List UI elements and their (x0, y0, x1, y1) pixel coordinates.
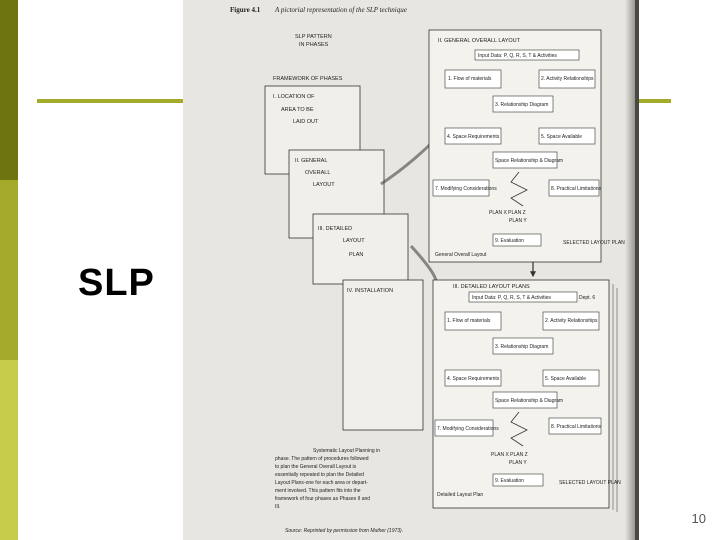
general-step-9-text: 9. Evaluation (495, 238, 524, 244)
description-line-3: to plan the General Overall Layout is (275, 464, 357, 470)
left-accent-bar-top (0, 0, 18, 180)
description-line-1: Systematic Layout Planning in (313, 448, 380, 454)
general-step-6-text: Space Relationship & Diagram (495, 158, 563, 164)
detailed-step-9-text: 9. Evaluation (495, 478, 524, 484)
figure-label: Figure 4.1 (230, 6, 261, 14)
phase-1-line-3: LAID OUT (293, 119, 319, 125)
header-rule-left (37, 99, 183, 103)
description-line-5: Layout Plans-one for each area or depart… (275, 480, 368, 486)
pattern-label-2: IN PHASES (299, 42, 329, 48)
detailed-plans-text: PLAN X PLAN Z (491, 452, 528, 458)
general-overall-layout-text: General Overall Layout (435, 252, 487, 258)
general-plans-text: PLAN X PLAN Z (489, 210, 526, 216)
general-step-3-text: 3. Relationship Diagram (495, 102, 548, 108)
phase-1-line-2: AREA TO BE (281, 107, 314, 113)
general-step-2-text: 2. Activity Relationships (541, 76, 594, 82)
phase-4-line-1: IV. INSTALLATION (347, 288, 393, 294)
slp-diagram: Figure 4.1 A pictorial representation of… (183, 0, 635, 540)
phase-2-line-1: II. GENERAL (295, 158, 327, 164)
page-number: 10 (692, 511, 706, 526)
detailed-step-4-text: 4. Space Requirements (447, 376, 500, 382)
detailed-selected-text: SELECTED LAYOUT PLAN (559, 480, 621, 486)
figure-source: Source: Reprinted by permission from Mut… (285, 528, 403, 534)
detailed-step-8-text: 8. Practical Limitations (551, 424, 602, 430)
phase-4-box (343, 280, 423, 430)
description-line-8: III. (275, 504, 281, 510)
phase-3-box (313, 214, 408, 284)
detailed-step-6-text: Space Relationship & Diagram (495, 398, 563, 404)
detailed-dept-text: Dept. 6 (579, 295, 595, 301)
description-line-7: framework of four phases as Phases II an… (275, 496, 370, 502)
left-accent-bar-middle (0, 180, 18, 360)
phase-3-line-3: PLAN (349, 252, 363, 258)
description-line-4: essentially repeated to plan the Detaile… (275, 472, 364, 478)
general-step-5-text: 5. Space Available (541, 134, 582, 140)
scanned-figure: Figure 4.1 A pictorial representation of… (183, 0, 639, 540)
left-accent-bar-bottom (0, 360, 18, 540)
slide-title: SLP (78, 262, 155, 305)
phase-1-line-1: I. LOCATION OF (273, 94, 315, 100)
general-layout-panel (429, 30, 601, 262)
detailed-plan-y-text: PLAN Y (509, 460, 527, 466)
phase-3-line-1: III. DETAILED (318, 226, 352, 232)
detailed-input-text: Input Data: P, Q, R, S, T & Activities (472, 295, 551, 301)
phase-2-line-2: OVERALL (305, 170, 330, 176)
general-step-4-text: 4. Space Requirements (447, 134, 500, 140)
general-step-1-text: 1. Flow of materials (448, 76, 492, 82)
phase-3-line-2: LAYOUT (343, 238, 365, 244)
detailed-step-1-text: 1. Flow of materials (447, 318, 491, 324)
scan-edge-shadow (625, 0, 635, 540)
general-input-text: Input Data: P, Q, R, S, T & Activities (478, 53, 557, 59)
general-selected-text: SELECTED LAYOUT PLAN (563, 240, 625, 246)
detailed-step-2-text: 2. Activity Relationships (545, 318, 598, 324)
detailed-step-5-text: 5. Space Available (545, 376, 586, 382)
figure-caption: A pictorial representation of the SLP te… (274, 6, 407, 14)
general-plan-y-text: PLAN Y (509, 218, 527, 224)
pattern-label-1: SLP PATTERN (295, 34, 332, 40)
description-line-2: phase. The pattern of procedures followe… (275, 456, 369, 462)
detailed-layout-title: III. DETAILED LAYOUT PLANS (453, 284, 530, 290)
general-step-8-text: 8. Practical Limitations (551, 186, 602, 192)
phase-2-line-3: LAYOUT (313, 182, 335, 188)
detailed-layout-plan-text: Detailed Layout Plan (437, 492, 483, 498)
framework-label: FRAMEWORK OF PHASES (273, 76, 343, 82)
general-layout-title: II. GENERAL OVERALL LAYOUT (438, 38, 521, 44)
description-line-6: ment involved. This pattern fits into th… (275, 488, 361, 494)
detailed-step-3-text: 3. Relationship Diagram (495, 344, 548, 350)
detailed-step-7-text: 7. Modifying Considerations (437, 426, 499, 432)
general-step-7-text: 7. Modifying Considerations (435, 186, 497, 192)
